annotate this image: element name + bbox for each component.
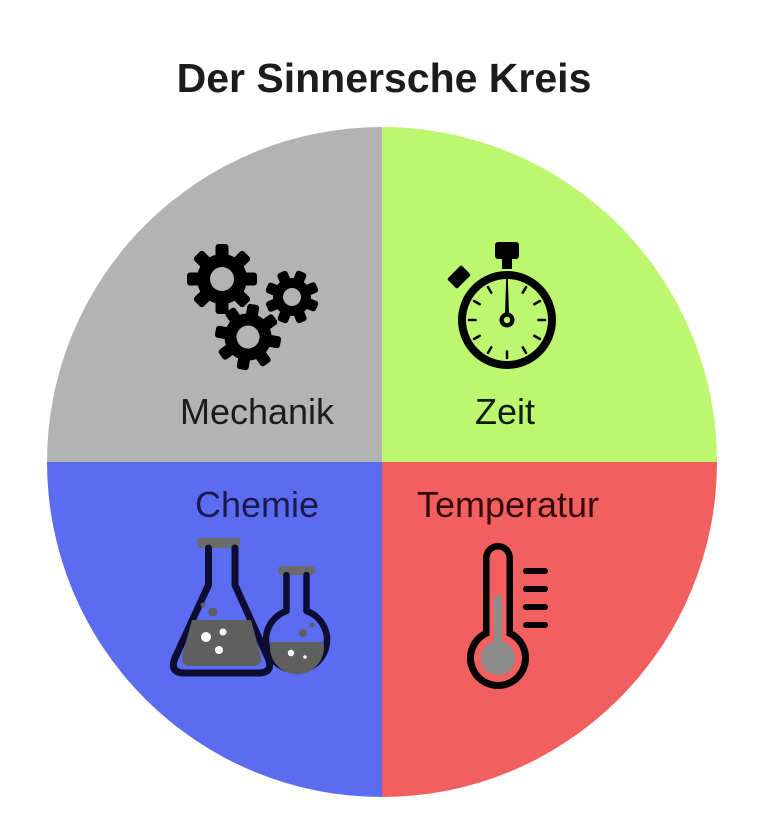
flasks-icon [169, 538, 331, 677]
quadrant-label-mechanik: Mechanik [179, 391, 335, 432]
quadrant-label-chemie: Chemie [194, 484, 320, 525]
quadrant-zeit: Zeit [382, 127, 717, 462]
gears-icon [187, 244, 319, 371]
sinner-circle-diagram: Mechanik [47, 127, 717, 797]
quadrant-mechanik: Mechanik [47, 127, 382, 462]
quadrant-label-temperatur: Temperatur [416, 484, 600, 525]
quadrant-label-zeit: Zeit [474, 391, 536, 432]
page-title: Der Sinnersche Kreis [176, 55, 592, 101]
thermometer-icon [467, 543, 548, 689]
quadrant-chemie: Chemie [47, 462, 382, 797]
quadrant-temperatur: Temperatur [382, 462, 717, 797]
stopwatch-icon [447, 242, 556, 369]
